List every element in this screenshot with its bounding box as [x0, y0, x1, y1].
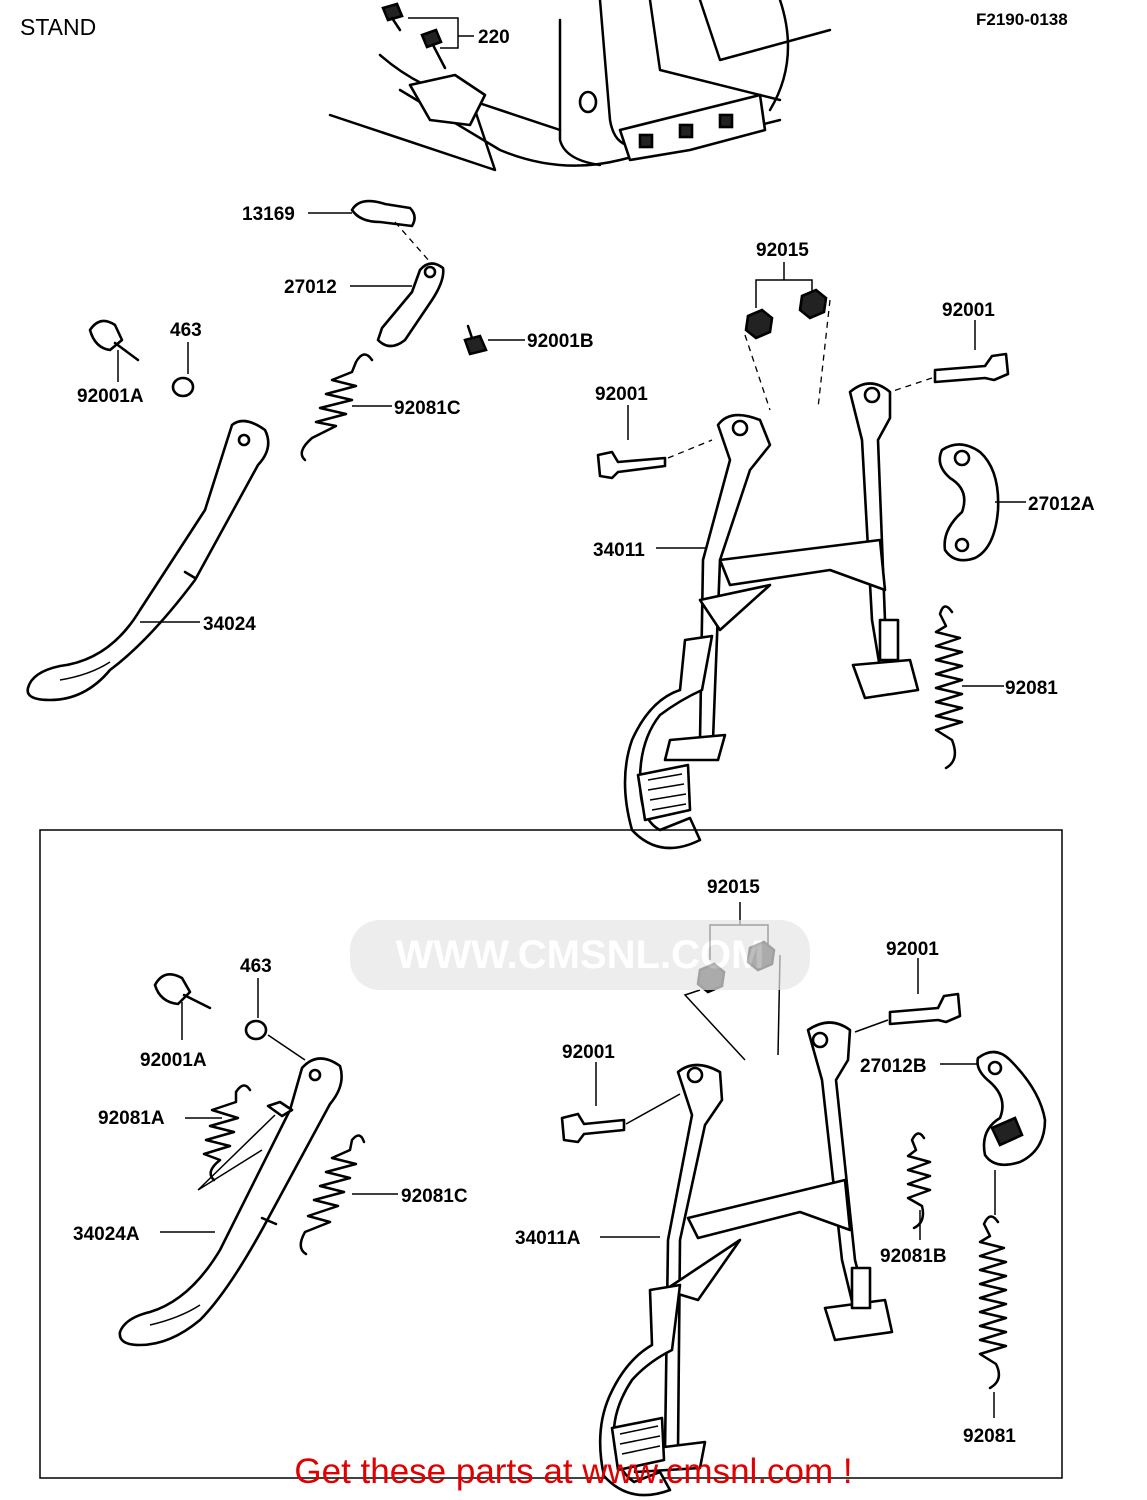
label-92001-top-left: 92001	[595, 384, 648, 405]
arm-27012	[376, 262, 445, 348]
label-13169: 13169	[242, 204, 295, 225]
figure-code: F2190-0138	[976, 10, 1068, 29]
label-34024A: 34024A	[73, 1224, 140, 1245]
label-27012B: 27012B	[860, 1056, 927, 1077]
bracket-13169	[350, 199, 416, 228]
label-92001-top-right: 92001	[942, 300, 995, 321]
plate-27012A	[938, 443, 1000, 562]
variant-box	[39, 829, 1063, 1479]
label-92081-top: 92081	[1005, 678, 1058, 699]
label-92015-top: 92015	[756, 240, 809, 261]
label-92081-bottom: 92081	[963, 1426, 1016, 1447]
bolt-92001-top-left	[596, 450, 667, 480]
spring-92081C-bottom	[299, 1134, 366, 1256]
bolt-92001-bottom-right	[888, 992, 962, 1026]
label-92001B: 92001B	[527, 331, 594, 352]
frame-detail	[328, 0, 832, 172]
spring-92081A	[202, 1084, 252, 1182]
diagram-title: STAND	[20, 14, 97, 40]
label-92015-bottom: 92015	[707, 877, 760, 898]
center-stand-34011	[623, 382, 920, 850]
grease-nipple-92001B	[463, 324, 488, 356]
label-27012A: 27012A	[1028, 494, 1095, 515]
watermark: WWW.CMSNL.COM	[350, 920, 810, 990]
label-34024: 34024	[203, 614, 256, 635]
bolt-92001A-bottom	[153, 973, 212, 1010]
side-stand-34024A	[118, 1057, 343, 1347]
bolt-92001-top-right	[933, 352, 1010, 384]
label-27012: 27012	[284, 277, 337, 298]
center-stand-34011A	[598, 1021, 894, 1497]
label-92001A-bottom: 92001A	[140, 1050, 207, 1071]
label-92081B: 92081B	[880, 1246, 947, 1267]
label-92001-bottom-right: 92001	[886, 939, 939, 960]
label-92081A: 92081A	[98, 1108, 165, 1129]
label-92001-bottom-left: 92001	[562, 1042, 615, 1063]
spring-92081C-top	[300, 353, 374, 462]
label-92081C-bottom: 92081C	[401, 1186, 468, 1207]
nut-463-top	[171, 376, 195, 398]
label-220: 220	[478, 27, 510, 48]
label-34011A: 34011A	[515, 1228, 581, 1249]
label-463-bottom: 463	[240, 956, 272, 977]
nuts-92015-top	[744, 288, 828, 340]
bolt-92001A-top	[88, 319, 140, 362]
spring-92081B	[906, 1132, 932, 1230]
footer-link-text[interactable]: Get these parts at www.cmsnl.com !	[294, 1452, 853, 1491]
nut-463-bottom	[244, 1019, 268, 1041]
label-34011: 34011	[593, 540, 645, 561]
spring-92081-bottom	[978, 1215, 1008, 1390]
label-92001A-top: 92001A	[77, 386, 144, 407]
plate-27012B	[976, 1050, 1047, 1167]
side-stand-34024	[26, 419, 270, 702]
label-463-top: 463	[170, 320, 202, 341]
label-92081C-top: 92081C	[394, 398, 461, 419]
spring-92081-top	[934, 605, 964, 770]
bolt-92001-bottom-left	[560, 1112, 626, 1144]
